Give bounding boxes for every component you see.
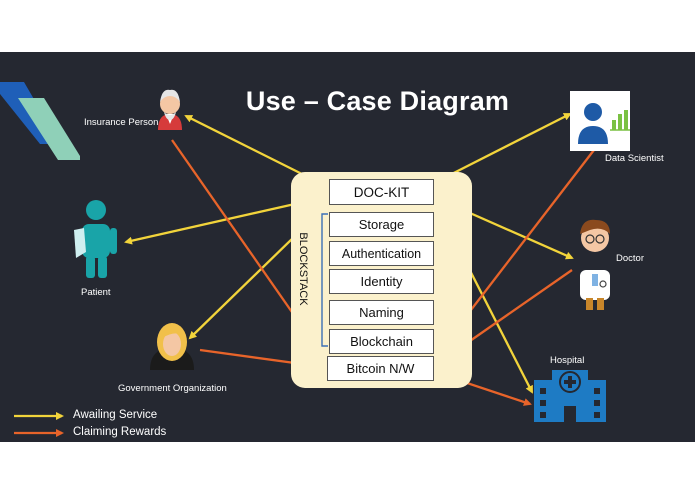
label-patient: Patient xyxy=(81,287,111,298)
blockstack-label: BLOCKSTACK xyxy=(297,232,309,306)
hospital-icon xyxy=(534,370,606,422)
data-scientist-icon xyxy=(570,91,630,151)
node-identity[interactable]: Identity xyxy=(329,269,434,294)
node-naming[interactable]: Naming xyxy=(329,300,434,325)
legend-rewards: Claiming Rewards xyxy=(73,426,166,438)
legend-service: Awailing Service xyxy=(73,409,157,421)
label-hospital: Hospital xyxy=(550,355,585,366)
node-authentication[interactable]: Authentication xyxy=(329,241,434,266)
government-organization-icon xyxy=(150,323,194,370)
node-blockchain[interactable]: Blockchain xyxy=(329,329,434,354)
corner-stripe-teal xyxy=(18,98,80,160)
label-government: Government Organization xyxy=(118,383,227,394)
node-bitcoin[interactable]: Bitcoin N/W xyxy=(327,356,434,381)
slide: Use – Case Diagram BLOCKSTACK DOC-KIT St… xyxy=(0,52,695,442)
label-data-scientist: Data Scientist xyxy=(605,153,664,164)
legend-rewards-label: Claiming Rewards xyxy=(73,426,167,438)
patient-icon xyxy=(74,200,117,278)
label-doctor: Doctor xyxy=(616,253,644,264)
node-dockit[interactable]: DOC-KIT xyxy=(329,179,434,205)
page-title: Use – Case Diagram xyxy=(245,86,510,116)
doctor-icon xyxy=(580,219,610,310)
legend-service-label: Awailing Service xyxy=(73,409,158,421)
arrow-dockit-datascientist xyxy=(435,112,572,184)
insurance-person-icon xyxy=(158,89,182,130)
label-insurance-person: Insurance Person xyxy=(84,117,159,128)
node-storage[interactable]: Storage xyxy=(329,212,434,237)
